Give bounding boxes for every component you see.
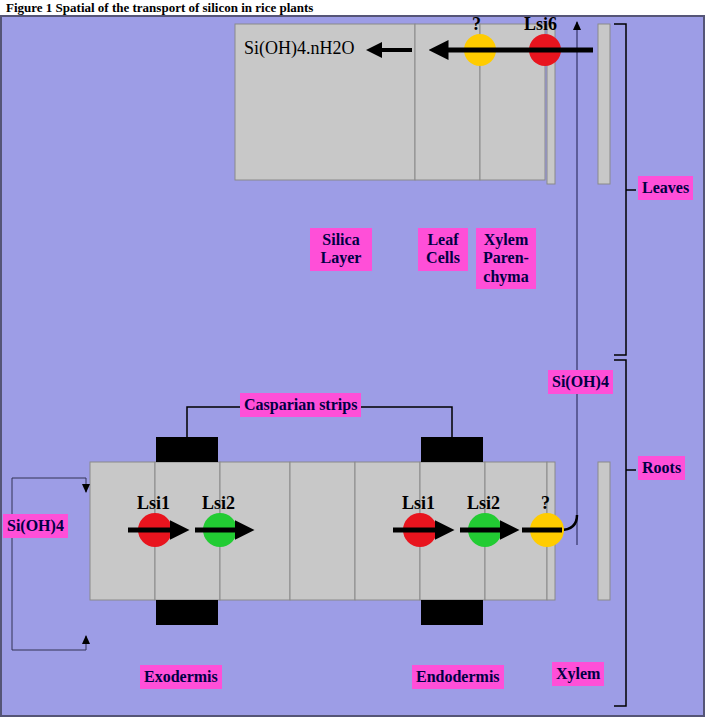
label-box: Casparian strips <box>240 393 361 417</box>
entry-arrow <box>86 478 87 492</box>
casparian-strip <box>156 437 218 462</box>
xylem-wall <box>598 462 610 600</box>
bracket-line <box>626 189 636 191</box>
bracket-line <box>12 478 86 650</box>
node-text: Xylem <box>556 665 600 683</box>
label-box: Leaves <box>638 176 693 200</box>
silica-cell <box>235 24 415 180</box>
flow-arrow <box>372 48 412 52</box>
node-text: Si(OH)4 <box>7 517 64 535</box>
transporter-label: Lsi2 <box>202 493 235 514</box>
flow-arrow <box>393 528 447 533</box>
transporter-label: Lsi1 <box>402 493 435 514</box>
casparian-strip <box>421 437 483 462</box>
flow-arrow <box>522 528 562 533</box>
flow-arrow <box>128 528 182 533</box>
label-box: Xylem <box>552 662 604 686</box>
casparian-strip <box>156 600 218 625</box>
transporter-label: Lsi6 <box>524 14 557 35</box>
label-box: Roots <box>638 456 685 480</box>
label-box: Si(OH)4 <box>548 370 613 394</box>
node-text: Xylem Paren- chyma <box>480 231 532 286</box>
transporter-label: ? <box>472 14 481 35</box>
background-panel <box>1 16 704 716</box>
xylem-wall <box>598 24 610 184</box>
xylem-flow-arrow <box>576 22 577 545</box>
node-text: Roots <box>642 459 681 477</box>
flow-arrow <box>436 48 593 53</box>
label-box: Silica Layer <box>310 228 372 271</box>
node-text: Leaf Cells <box>422 231 464 268</box>
node-text: Si(OH)4 <box>552 373 609 391</box>
node-text: Endodermis <box>416 668 500 686</box>
bracket-line <box>614 24 626 355</box>
root-cell <box>290 462 355 600</box>
bracket-line <box>614 360 626 706</box>
transporter-label: ? <box>541 493 550 514</box>
node-text: Exodermis <box>144 668 218 686</box>
flow-arrow <box>460 528 512 533</box>
figure-title: Figure 1 Spatial of the transport of sil… <box>6 0 313 16</box>
label-box: Si(OH)4 <box>3 514 68 538</box>
label-box: Exodermis <box>140 665 222 689</box>
cell-box: Si(OH)4.nH2O <box>238 28 412 68</box>
label-box: Endodermis <box>412 665 504 689</box>
casparian-strip <box>421 600 483 625</box>
transporter-label: Lsi1 <box>137 493 170 514</box>
flow-arrow <box>195 528 247 533</box>
label-box: Leaf Cells <box>418 228 468 271</box>
transporter-label: Lsi2 <box>467 493 500 514</box>
label-box: Xylem Paren- chyma <box>476 228 536 289</box>
entry-arrow <box>86 636 87 650</box>
node-text: Si(OH)4.nH2O <box>244 38 355 59</box>
node-text: Casparian strips <box>244 396 357 414</box>
node-text: Leaves <box>642 179 689 197</box>
bracket-line <box>626 469 636 471</box>
node-text: Silica Layer <box>314 231 368 268</box>
